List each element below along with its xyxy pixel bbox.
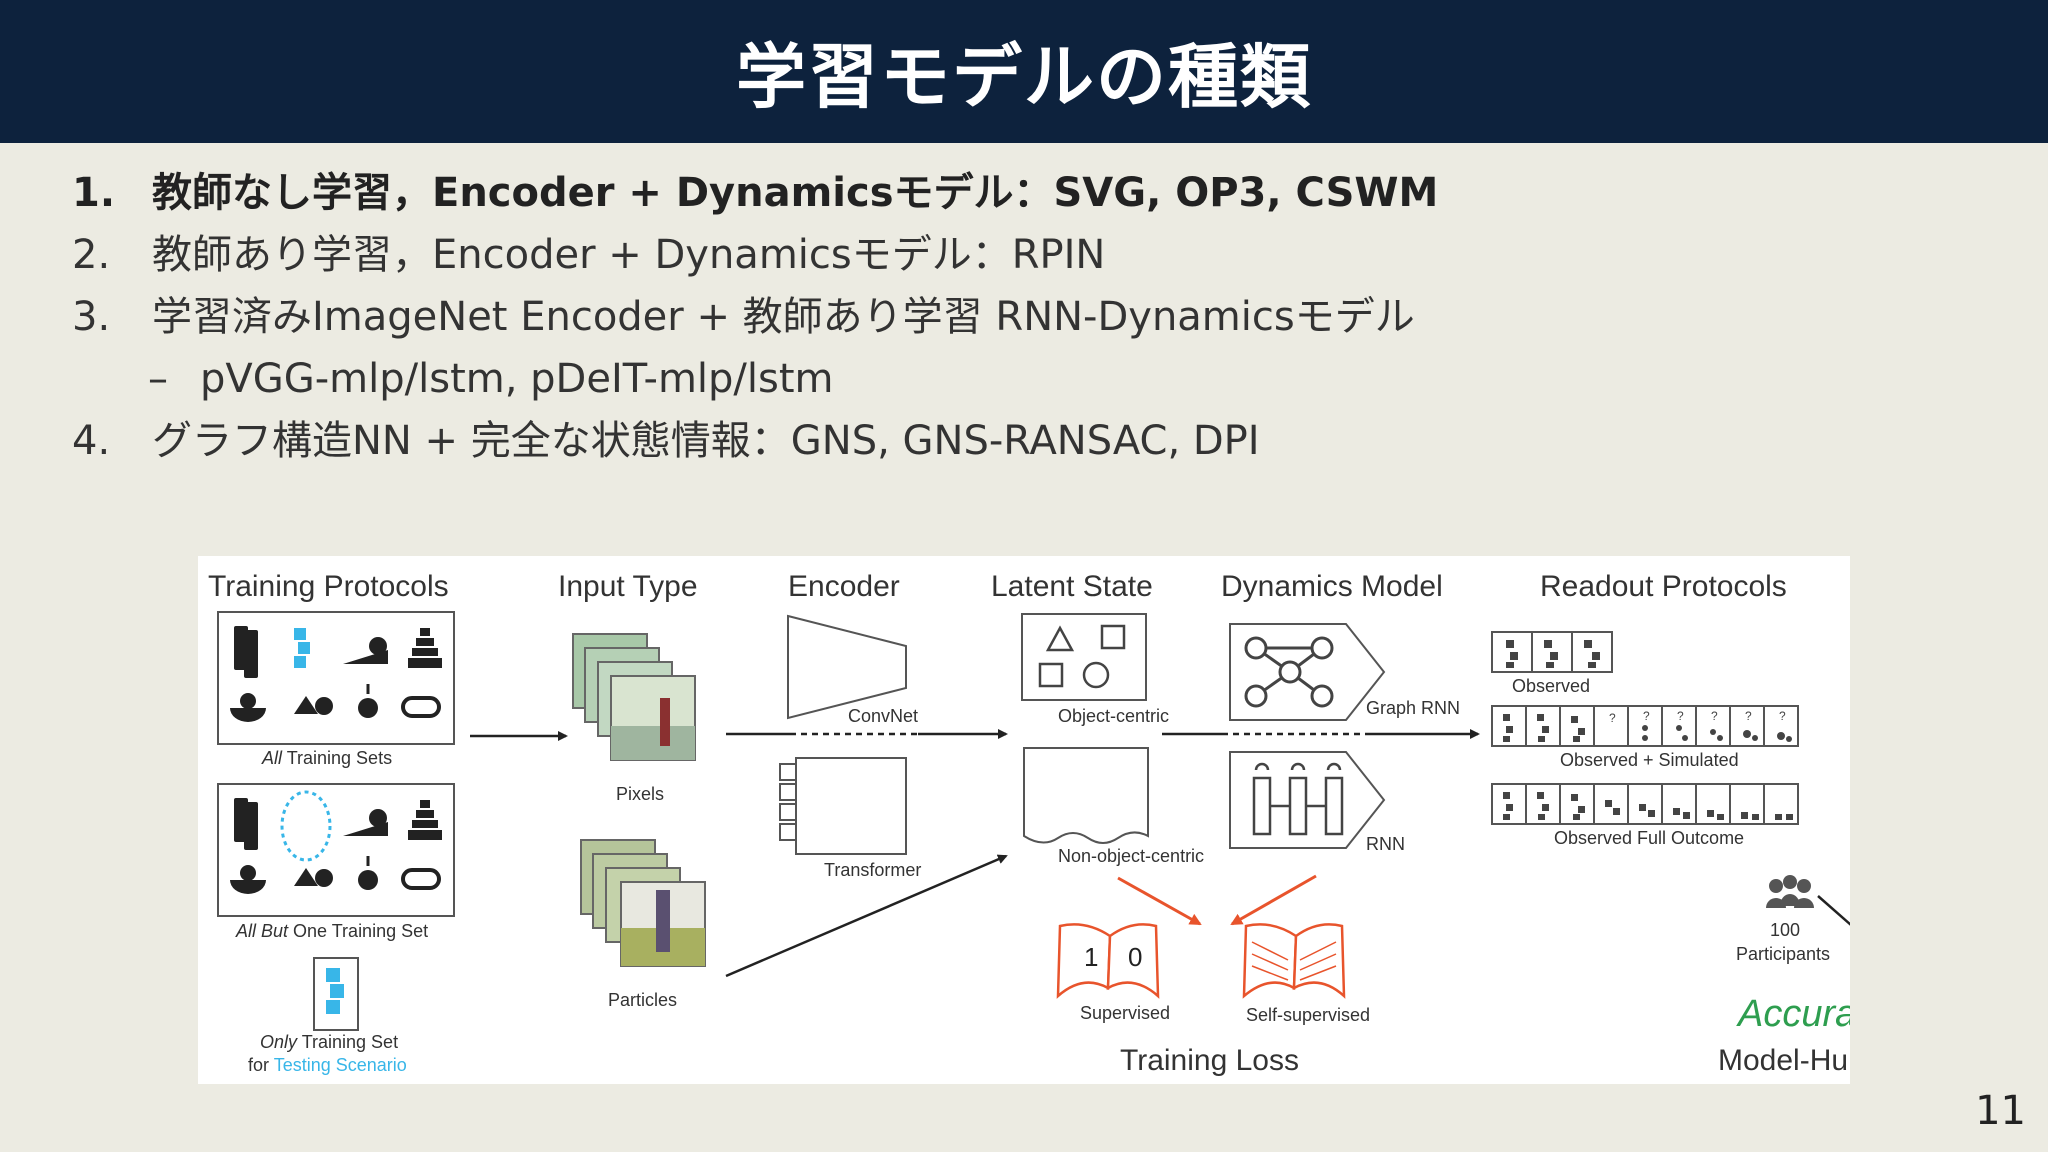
list-dash: – <box>148 356 168 402</box>
list-number: 4. <box>72 418 111 464</box>
svg-text:Transformer: Transformer <box>824 860 921 880</box>
list-subitem: – pVGG-mlp/lstm, pDeIT-mlp/lstm <box>72 348 1972 410</box>
object-centric-latent: Object-centric <box>1021 613 1169 726</box>
svg-text:?: ? <box>1643 709 1650 723</box>
list-text: 教師あり学習，Encoder + Dynamicsモデル：RPIN <box>152 232 1106 278</box>
svg-text:100: 100 <box>1770 920 1800 940</box>
arrow <box>1817 895 1850 926</box>
model-diagram: Training Protocols Input Type Encoder La… <box>198 556 1850 1084</box>
bullet-list: 1. 教師なし学習，Encoder + Dynamicsモデル：SVG, OP3… <box>72 162 1972 472</box>
training-loss-label: Training Loss <box>1120 1044 1299 1077</box>
svg-text:0: 0 <box>1128 942 1142 972</box>
list-number: 3. <box>72 294 111 340</box>
svg-text:RNN: RNN <box>1366 834 1405 854</box>
readout-observed: Observed <box>1491 631 1613 696</box>
svg-text:ConvNet: ConvNet <box>848 706 918 726</box>
title-bar: 学習モデルの種類 <box>0 0 2048 143</box>
svg-text:Observed + Simulated: Observed + Simulated <box>1560 750 1739 770</box>
rnn-dynamics: RNN <box>1229 751 1405 854</box>
svg-text:Object-centric: Object-centric <box>1058 706 1169 726</box>
svg-text:?: ? <box>1609 711 1616 725</box>
self-supervised-flags: Self-supervised <box>1242 923 1370 1025</box>
svg-text:Supervised: Supervised <box>1080 1003 1170 1023</box>
participants-group: 100 Participants <box>1736 875 1830 964</box>
protocol-all-but-box: All But One Training Set <box>217 783 455 941</box>
svg-text:?: ? <box>1779 709 1786 723</box>
list-number: 1. <box>72 170 116 216</box>
svg-text:for Testing Scenario: for Testing Scenario <box>248 1055 407 1075</box>
loss-arrow <box>1230 874 1317 926</box>
readout-observed-simulated: ?????? Observed + Simulated <box>1491 705 1799 770</box>
svg-text:Non-object-centric: Non-object-centric <box>1058 846 1204 866</box>
metric-text: Accuracy, ρ, κ <box>1736 993 1850 1035</box>
protocol-only-box: Only Training Set for Testing Scenario <box>248 957 407 1075</box>
svg-text:Only Training Set: Only Training Set <box>260 1032 398 1052</box>
svg-text:All Training Sets: All Training Sets <box>261 748 392 768</box>
svg-text:All But One Training Set: All But One Training Set <box>235 921 428 941</box>
pixels-label: Pixels <box>616 784 664 804</box>
svg-text:Graph RNN: Graph RNN <box>1366 698 1460 718</box>
svg-text:?: ? <box>1711 709 1718 723</box>
list-text: pVGG-mlp/lstm, pDeIT-mlp/lstm <box>200 356 834 402</box>
list-text: 学習済みImageNet Encoder + 教師あり学習 RNN-Dynami… <box>152 294 1415 340</box>
protocol-all-box: All Training Sets <box>217 611 455 768</box>
svg-text:?: ? <box>1677 709 1684 723</box>
particles-label: Particles <box>608 990 677 1010</box>
header-input-type: Input Type <box>558 570 698 603</box>
svg-text:Observed: Observed <box>1512 676 1590 696</box>
supervised-flags: 1 0 Supervised <box>1056 923 1170 1023</box>
list-text: 教師なし学習，Encoder + Dynamicsモデル：SVG, OP3, C… <box>152 170 1439 216</box>
pixels-input-stack: Pixels <box>572 633 696 804</box>
slide-title: 学習モデルの種類 <box>736 36 1312 118</box>
transformer-encoder: Transformer <box>779 757 921 880</box>
svg-text:?: ? <box>1745 709 1752 723</box>
arrow <box>725 854 1008 978</box>
header-latent-state: Latent State <box>991 570 1153 603</box>
header-training-protocols: Training Protocols <box>208 570 449 603</box>
header-encoder: Encoder <box>788 570 900 603</box>
list-item: 2. 教師あり学習，Encoder + Dynamicsモデル：RPIN <box>72 224 1972 286</box>
header-dynamics-model: Dynamics Model <box>1221 570 1443 603</box>
svg-text:1: 1 <box>1084 942 1098 972</box>
list-item: 1. 教師なし学習，Encoder + Dynamicsモデル：SVG, OP3… <box>72 162 1972 224</box>
diagram-svg: Training Protocols Input Type Encoder La… <box>208 570 1850 1077</box>
scenario-icons <box>230 790 442 894</box>
scenario-icons <box>230 626 442 722</box>
list-text: グラフ構造NN + 完全な状態情報：GNS, GNS-RANSAC, DPI <box>152 418 1260 464</box>
page-number: 11 <box>1975 1088 2026 1134</box>
list-item: 4. グラフ構造NN + 完全な状態情報：GNS, GNS-RANSAC, DP… <box>72 410 1972 472</box>
list-item: 3. 学習済みImageNet Encoder + 教師あり学習 RNN-Dyn… <box>72 286 1972 348</box>
non-object-centric-latent: Non-object-centric <box>1023 747 1204 866</box>
svg-text:Observed Full Outcome: Observed Full Outcome <box>1554 828 1744 848</box>
list-number: 2. <box>72 232 111 278</box>
readout-observed-full: Observed Full Outcome <box>1491 783 1799 848</box>
particles-input-stack: Particles <box>580 839 706 1010</box>
convnet-encoder: ConvNet <box>787 614 918 726</box>
svg-text:Participants: Participants <box>1736 944 1830 964</box>
people-icon <box>1766 875 1814 908</box>
svg-text:Self-supervised: Self-supervised <box>1246 1005 1370 1025</box>
graph-rnn-dynamics: Graph RNN <box>1229 623 1460 721</box>
header-readout-protocols: Readout Protocols <box>1540 570 1787 603</box>
model-human-metric-label: Model-Human Metric <box>1718 1044 1850 1077</box>
loss-arrow <box>1117 876 1202 926</box>
